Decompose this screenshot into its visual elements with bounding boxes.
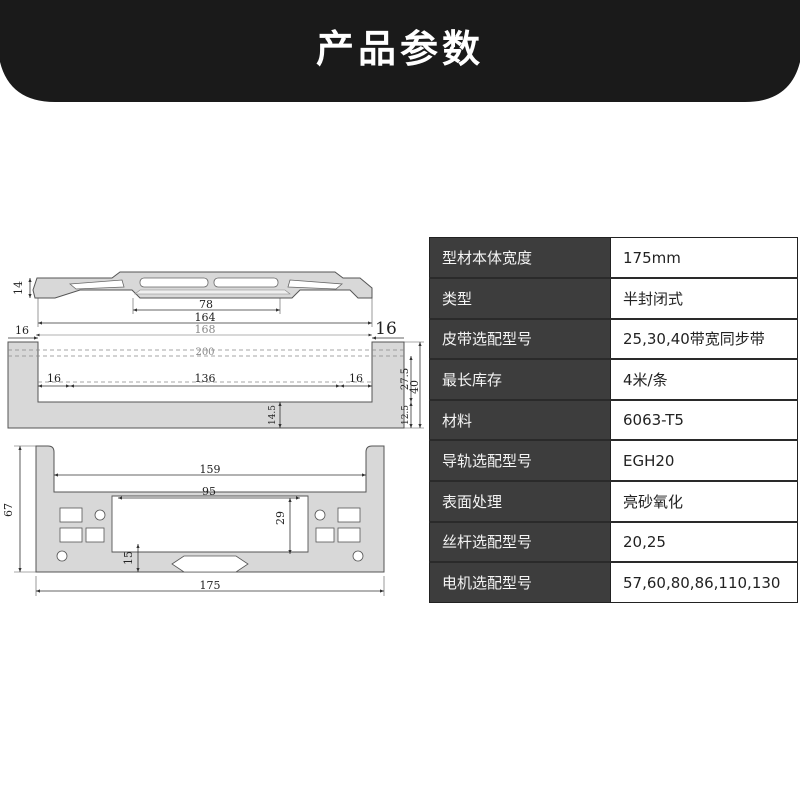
dim-label: 159	[200, 463, 221, 476]
spec-value: 半封闭式	[610, 278, 798, 320]
dim-label: 12.5	[401, 405, 411, 425]
spec-label: 类型	[429, 278, 611, 320]
dim-label: 95	[202, 485, 216, 498]
plate-recess	[134, 289, 291, 295]
side-pocket	[59, 527, 83, 543]
plate-slot	[287, 279, 344, 290]
spec-value: 20,25	[610, 521, 798, 564]
spec-label: 电机选配型号	[429, 562, 611, 603]
top-view: 14 78 164 168 16 16 200 16 136 16	[7, 271, 424, 429]
dim-label: 175	[200, 579, 221, 592]
header-banner	[0, 0, 800, 102]
spec-value: 6063-T5	[610, 399, 798, 442]
dim-label: 16	[47, 372, 61, 385]
spec-value: 25,30,40带宽同步带	[610, 318, 798, 361]
side-pocket	[337, 507, 361, 523]
spec-value: 亮砂氧化	[610, 481, 798, 523]
dim-label: 40	[408, 380, 421, 394]
dim-label: 29	[274, 511, 287, 525]
spec-label: 丝杆选配型号	[429, 521, 611, 564]
spec-label: 皮带选配型号	[429, 318, 611, 361]
plate-slot	[68, 279, 125, 290]
spec-label: 型材本体宽度	[429, 237, 611, 280]
spec-row: 类型半封闭式	[429, 278, 798, 320]
side-pocket	[59, 507, 83, 523]
spec-row: 表面处理亮砂氧化	[429, 481, 798, 523]
front-view: 67 159 95 29 15 175	[2, 445, 385, 596]
dim-label: 27.5	[400, 368, 411, 390]
profile-drawing: 14 78 164 168 16 16 200 16 136 16	[2, 271, 424, 596]
dim-label: 78	[199, 298, 213, 311]
spec-label: 导轨选配型号	[429, 440, 611, 483]
spec-value: 175mm	[610, 237, 798, 280]
bore	[56, 550, 68, 562]
dim-label: 168	[195, 323, 216, 336]
dim-label: 15	[122, 551, 135, 565]
dim-label: 67	[2, 503, 15, 517]
dim-label: 136	[195, 372, 216, 385]
dim-label: 164	[195, 311, 216, 324]
spec-label: 最长库存	[429, 359, 611, 401]
dim-label: 16	[15, 324, 29, 337]
base-profile	[7, 341, 405, 429]
plate-slot	[139, 277, 209, 288]
dim-label: 200	[195, 347, 214, 358]
dim-label: 16	[375, 319, 397, 339]
spec-label: 材料	[429, 399, 611, 442]
side-pocket	[85, 527, 105, 543]
dim-label: 14.5	[268, 405, 278, 425]
page-title: 产品参数	[315, 27, 484, 71]
bottom-slot	[171, 555, 249, 573]
t-slot	[314, 509, 326, 521]
spec-value: EGH20	[610, 440, 798, 483]
bore	[352, 550, 364, 562]
plate-slot	[213, 277, 279, 288]
spec-label: 表面处理	[429, 481, 611, 523]
dim-label: 16	[349, 372, 363, 385]
side-pocket	[315, 527, 335, 543]
dim-label: 14	[12, 281, 25, 295]
spec-value: 57,60,80,86,110,130	[610, 562, 798, 603]
side-pocket	[337, 527, 361, 543]
t-slot	[94, 509, 106, 521]
center-cavity	[111, 495, 309, 553]
spec-value: 4米/条	[610, 359, 798, 401]
